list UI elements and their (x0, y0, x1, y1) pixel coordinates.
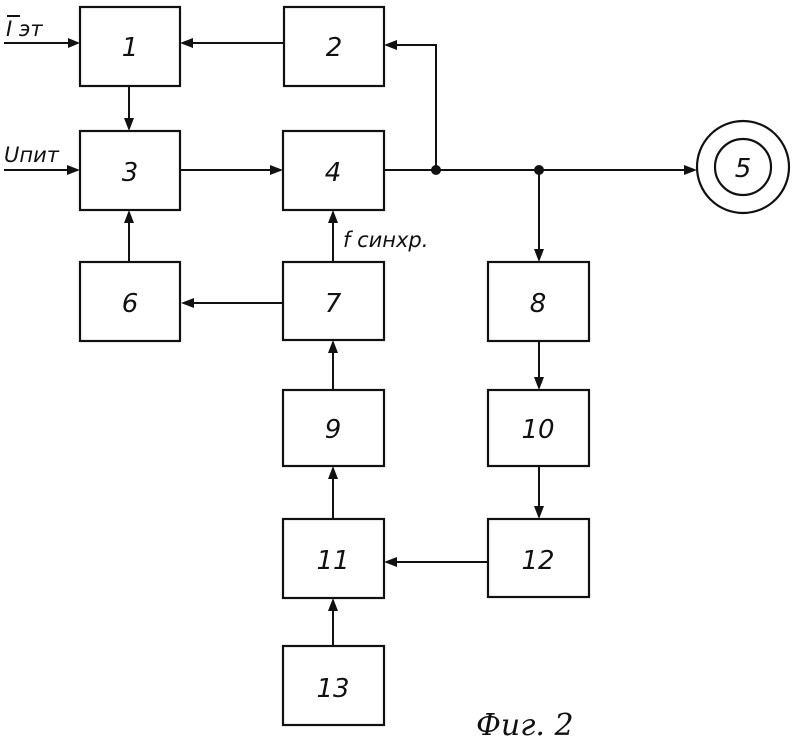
arrowhead (534, 377, 544, 390)
arrowhead (328, 466, 338, 479)
block-7-label: 7 (325, 289, 342, 319)
block-9: 9 (283, 390, 384, 466)
block-5-label: 5 (735, 154, 752, 184)
block-12-label: 12 (521, 546, 554, 576)
block-5: 5 (697, 121, 789, 213)
figure-caption: Фиг. 2 (476, 708, 574, 743)
sync-frequency-label: f синхр. (343, 228, 428, 252)
block-4: 4 (283, 131, 384, 210)
arrowhead (67, 165, 80, 175)
block-2-label: 2 (326, 33, 343, 63)
arrowhead (384, 557, 397, 567)
block-12: 12 (488, 519, 589, 597)
block-11: 11 (283, 519, 384, 598)
block-8-label: 8 (530, 289, 547, 319)
arrowhead (328, 210, 338, 223)
block-6-label: 6 (122, 289, 139, 319)
arrowhead (68, 38, 80, 48)
arrowhead (534, 506, 544, 519)
arrowhead (124, 210, 134, 223)
wire-node-to-2 (396, 45, 436, 170)
block-9-label: 9 (325, 415, 342, 445)
arrowhead (384, 40, 397, 50)
arrowhead (124, 118, 134, 131)
block-10: 10 (488, 390, 589, 466)
arrowhead (328, 598, 338, 611)
block-13: 13 (283, 646, 384, 725)
block-1-label: 1 (122, 33, 139, 63)
block-10-label: 10 (521, 415, 554, 445)
arrowhead (181, 298, 194, 308)
block-3-label: 3 (122, 158, 139, 188)
block-3: 3 (80, 131, 180, 210)
arrowhead (684, 165, 697, 175)
arrowhead (270, 165, 283, 175)
arrowhead (328, 340, 338, 353)
block-13-label: 13 (316, 674, 349, 704)
block-8: 8 (488, 262, 589, 341)
arrowhead (180, 38, 193, 48)
block-7: 7 (283, 262, 384, 340)
supply-voltage-label: Uпит (4, 143, 60, 167)
block-1: 1 (80, 7, 180, 86)
block-4-label: 4 (325, 158, 342, 188)
junction-dot (431, 165, 441, 175)
block-11-label: 11 (316, 546, 349, 576)
arrowhead (534, 249, 544, 262)
reference-current-label: I эт (6, 17, 43, 41)
block-2: 2 (284, 7, 384, 86)
junction-dot (534, 165, 544, 175)
block-6: 6 (80, 262, 180, 341)
